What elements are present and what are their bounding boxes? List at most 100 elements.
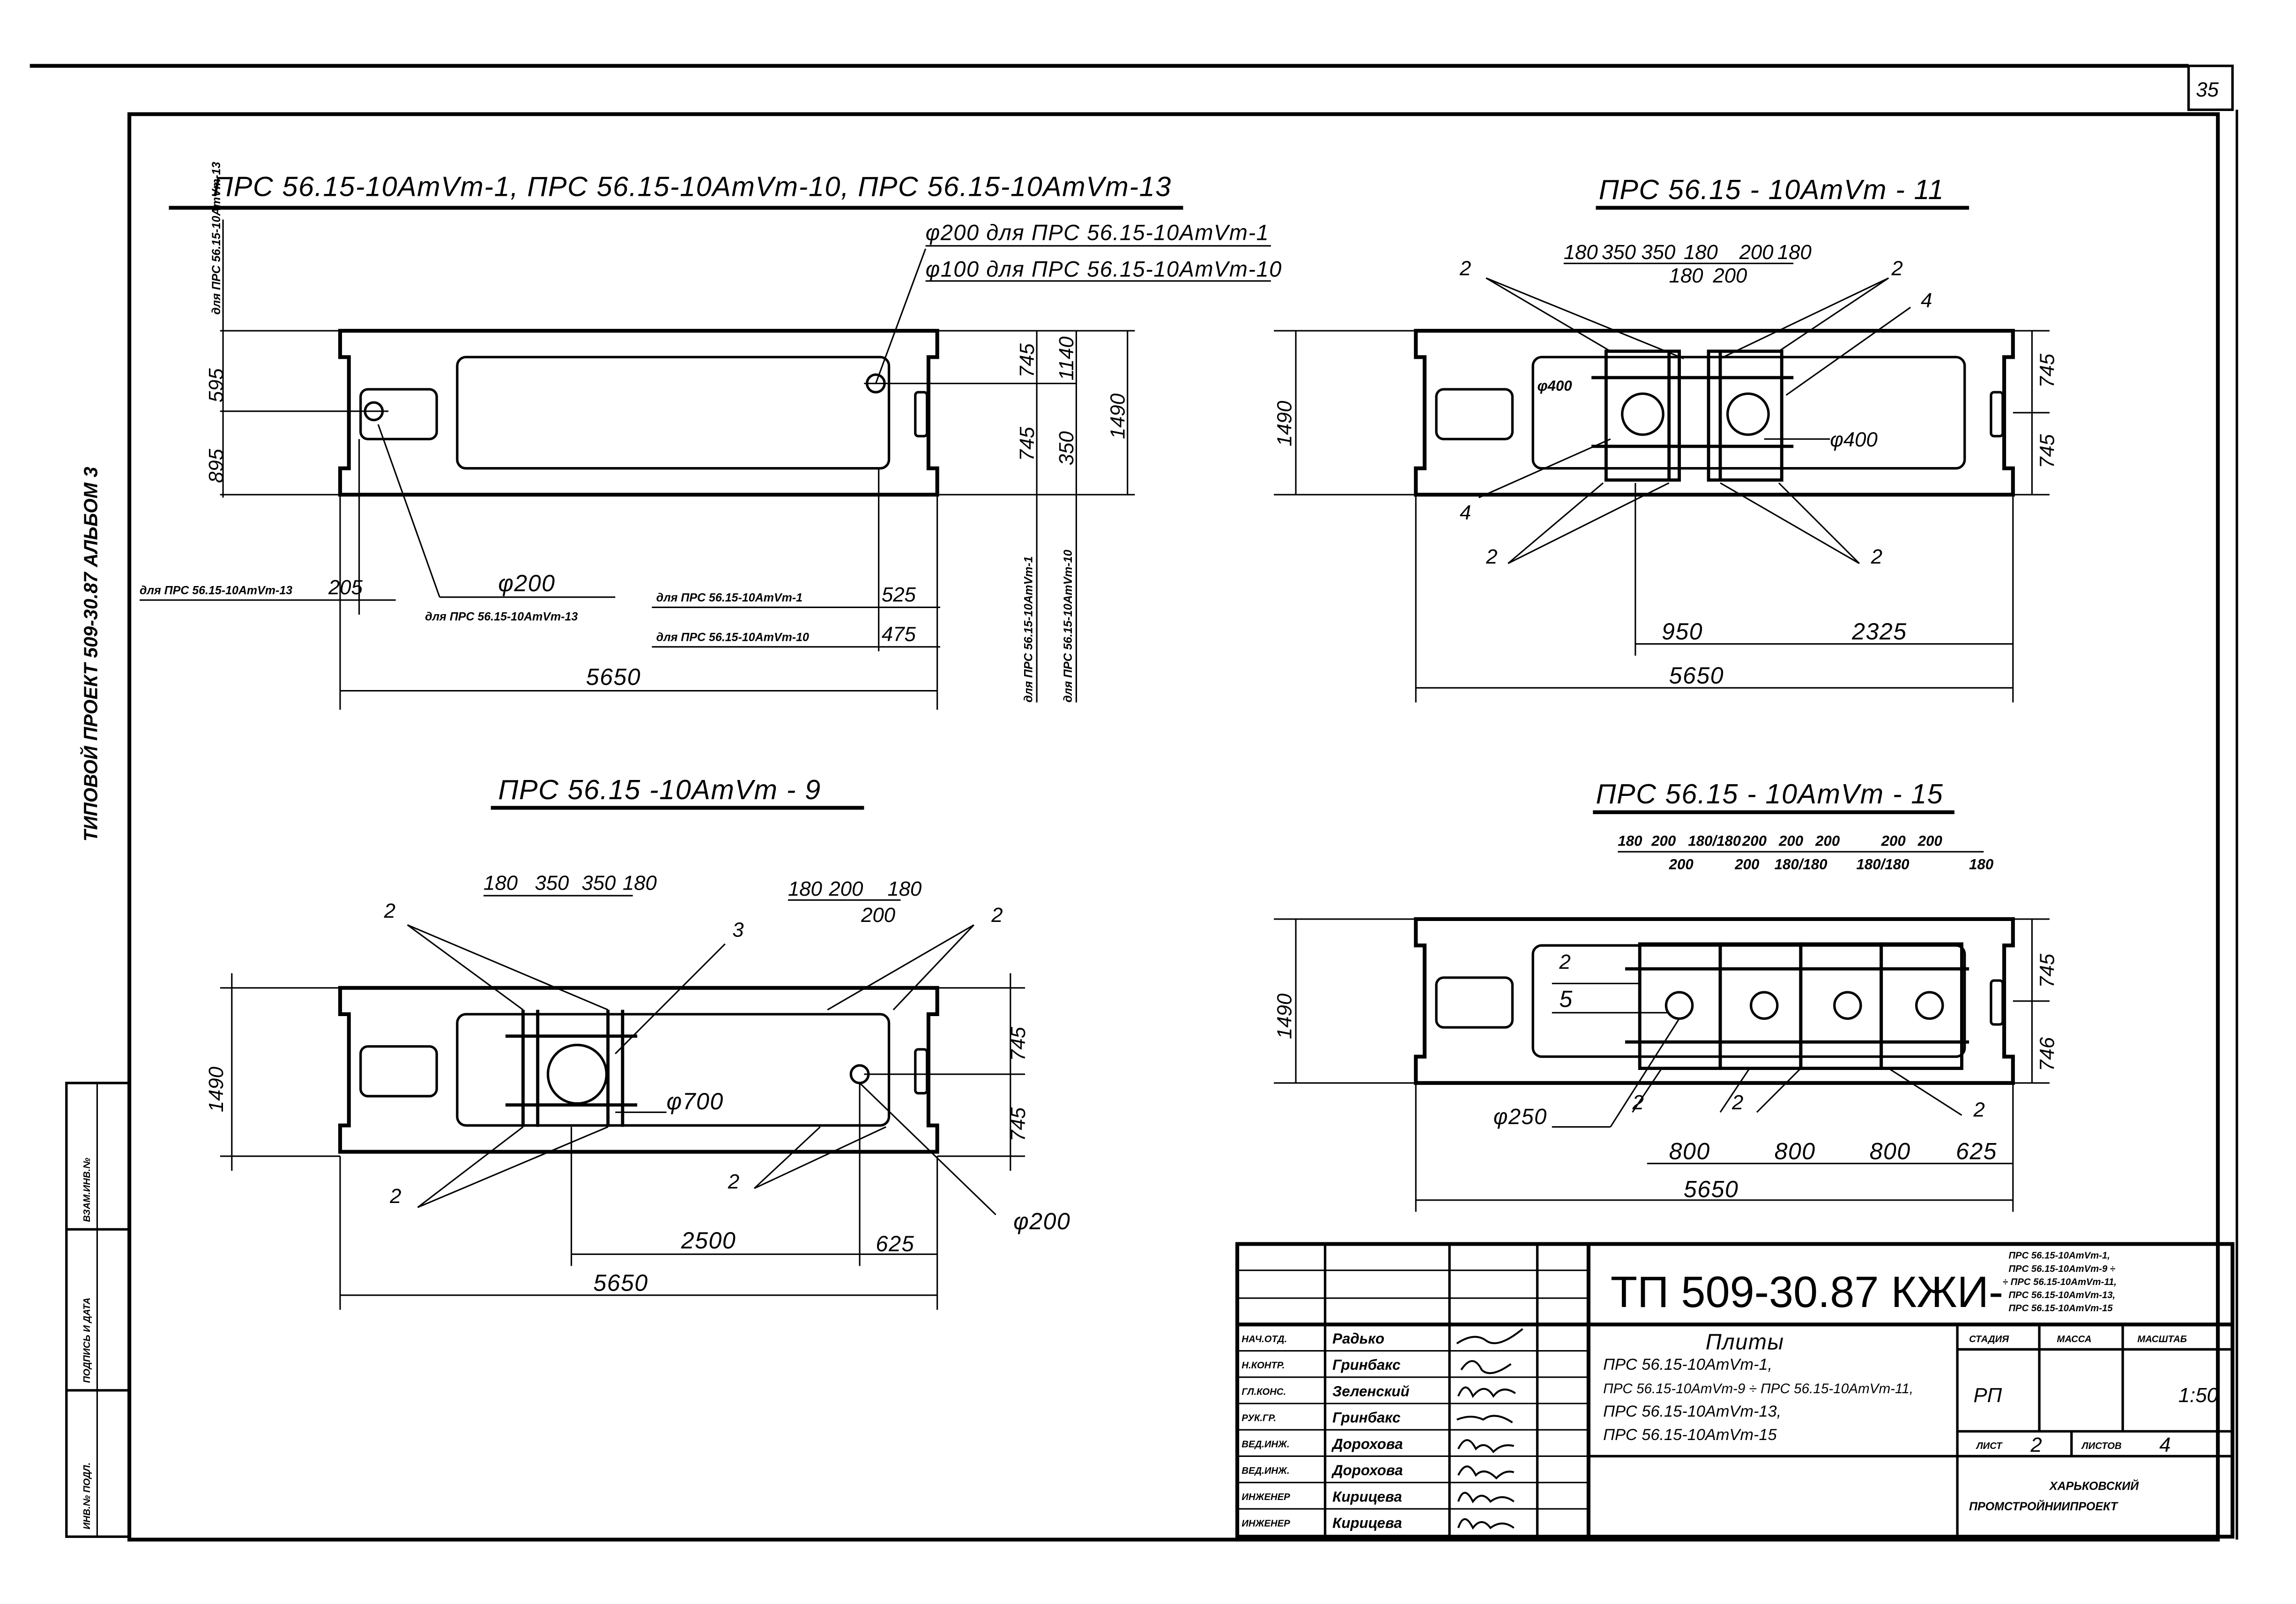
mark-5: 5 — [1559, 986, 1573, 1012]
name: Дорохова — [1331, 1462, 1403, 1478]
dim-625: 625 — [876, 1232, 914, 1256]
dim-745: 745 — [1016, 343, 1039, 378]
dim-800: 800 — [1870, 1138, 1911, 1164]
dim: 200 — [1651, 833, 1676, 849]
hole-phi250 — [1749, 991, 1779, 1020]
note-phi100: φ100 для ПРС 56.15-10АтVт-10 — [926, 257, 1282, 281]
dim: 180 — [1684, 241, 1718, 264]
stamp-replacement-inv: ВЗАМ.ИНВ.№ — [82, 1158, 92, 1222]
slab-outline — [340, 331, 937, 495]
mark-2: 2 — [389, 1185, 401, 1208]
description-line: ПРС 56.15-10АтVт-9 ÷ ПРС 56.15-10АтVт-11… — [1603, 1381, 1913, 1396]
view-4: ПРС 56.15 - 10АтVт - 15 180 200 180/180 … — [1273, 778, 2058, 1212]
hole-phi400 — [1726, 392, 1770, 436]
stage-value: РП — [1973, 1384, 2002, 1407]
mark-2: 2 — [1973, 1099, 1984, 1121]
slab-outline — [1416, 331, 2013, 495]
handwritten-signatures — [1456, 1328, 1523, 1530]
description-line: ПРС 56.15-10АтVт-1, — [1603, 1356, 1772, 1374]
designation: ПРС 56.15-10АтVт-9 ÷ — [2008, 1264, 2115, 1274]
view-3: ПРС 56.15 -10АтVт - 9 180 350 350 180 18… — [205, 774, 1070, 1310]
dim-205: 205 — [328, 576, 363, 599]
phi700-label: φ700 — [667, 1088, 724, 1114]
view2-title: ПРС 56.15 - 10АтVт - 11 — [1599, 174, 1944, 205]
mark-2: 2 — [728, 1170, 739, 1193]
dim: 200 — [1815, 833, 1840, 849]
mark-4: 4 — [1460, 501, 1471, 524]
dim-2500: 2500 — [681, 1227, 736, 1254]
dim-745: 745 — [1007, 1107, 1030, 1142]
role: НАЧ.ОТД. — [1241, 1334, 1287, 1344]
hole-phi250 — [1915, 991, 1944, 1020]
mark-4: 4 — [1921, 289, 1932, 312]
note-205-for: для ПРС 56.15-10АтVт-13 — [140, 584, 292, 597]
name: Зеленский — [1332, 1383, 1409, 1399]
dim: 200 — [1917, 833, 1943, 849]
name: Кирицева — [1332, 1515, 1402, 1531]
stamp-signature-date: ПОДПИСЬ И ДАТА — [82, 1298, 92, 1383]
side-label: ТИПОВОЙ ПРОЕКТ 509-30.87 АЛЬБОМ 3 — [79, 467, 101, 841]
vert-note-1: для ПРС 56.15-10АтVт-1 — [1022, 556, 1035, 702]
stamp-column: ИНВ.№ ПОДЛ. ПОДПИСЬ И ДАТА ВЗАМ.ИНВ.№ — [65, 1082, 131, 1538]
mark-2: 2 — [1891, 257, 1903, 280]
hole-phi250 — [1664, 991, 1694, 1020]
dim: 350 — [1641, 241, 1675, 264]
note-475-for: для ПРС 56.15-10АтVт-10 — [656, 631, 809, 644]
dim: 180 — [1969, 856, 1994, 873]
sheets-label: ЛИСТОВ — [2081, 1441, 2122, 1451]
dim: 350 — [581, 871, 616, 894]
note-v13-vertical: для ПРС 56.15-10АтVт-13 — [210, 162, 223, 314]
dim-745: 745 — [1016, 426, 1039, 461]
dim: 350 — [1602, 241, 1636, 264]
dim-625: 625 — [1956, 1138, 1997, 1164]
dim-1490: 1490 — [1273, 401, 1296, 446]
dim: 180/180 — [1775, 856, 1828, 873]
designation: ПРС 56.15-10АтVт-13, — [2008, 1290, 2115, 1300]
dim-525: 525 — [882, 583, 916, 606]
sheet-number: 35 — [2196, 78, 2219, 101]
phi400-label: φ400 — [1830, 428, 1877, 451]
hole-phi700 — [546, 1043, 608, 1105]
view4-title: ПРС 56.15 - 10АтVт - 15 — [1596, 778, 1943, 809]
hole-phi200-label: φ200 — [498, 570, 555, 596]
reinforcement-cages — [1625, 942, 1969, 1070]
name: Радько — [1332, 1330, 1384, 1347]
mark-2: 2 — [1486, 545, 1497, 568]
dim-745: 745 — [2036, 953, 2058, 988]
hole-phi200-for: для ПРС 56.15-10АтVт-13 — [425, 610, 578, 624]
scale-label: МАСШТАБ — [2137, 1334, 2187, 1344]
phi400-label: φ400 — [1538, 378, 1573, 394]
dim: 180 — [623, 871, 657, 894]
dim: 180 — [1618, 833, 1642, 849]
mark-2: 2 — [1731, 1091, 1743, 1114]
sheet-label: ЛИСТ — [1976, 1441, 2003, 1451]
view-1: ПРС 56.15-10АтVт-1, ПРС 56.15-10АтVт-10,… — [140, 162, 1282, 710]
description-title: Плиты — [1706, 1329, 1784, 1354]
name: Гринбакс — [1332, 1410, 1400, 1426]
hole-phi400 — [1621, 392, 1664, 436]
view-2: ПРС 56.15 - 10АтVт - 11 180 350 350 180 … — [1273, 174, 2058, 703]
dim: 350 — [535, 871, 569, 894]
dim-746: 746 — [2036, 1037, 2058, 1071]
designation: ПРС 56.15-10АтVт-1, — [2008, 1251, 2110, 1261]
phi250-label: φ250 — [1494, 1104, 1547, 1129]
role: РУК.ГР. — [1241, 1413, 1276, 1423]
dim-895: 895 — [205, 448, 228, 483]
mark-2: 2 — [991, 904, 1003, 927]
phi200-label: φ200 — [1013, 1208, 1070, 1234]
scale-value: 1:50 — [2178, 1384, 2218, 1407]
organization: ХАРЬКОВСКИЙ — [2049, 1478, 2139, 1493]
dim-5650: 5650 — [593, 1270, 648, 1296]
dim-595: 595 — [205, 368, 228, 402]
dim-745: 745 — [2036, 353, 2058, 388]
mark-2: 2 — [1632, 1091, 1644, 1114]
dim-350: 350 — [1055, 431, 1078, 466]
description-line: ПРС 56.15-10АтVт-15 — [1603, 1426, 1777, 1444]
dim-5650: 5650 — [1684, 1176, 1739, 1203]
role: Н.КОНТР. — [1241, 1360, 1285, 1371]
reinforcement-cage — [505, 1010, 638, 1127]
reinforcement-cage — [1591, 349, 1794, 482]
hole-phi250 — [1833, 991, 1862, 1020]
sheet-value: 2 — [2030, 1433, 2042, 1456]
designation: ПРС 56.15-10АтVт-15 — [2008, 1303, 2113, 1314]
